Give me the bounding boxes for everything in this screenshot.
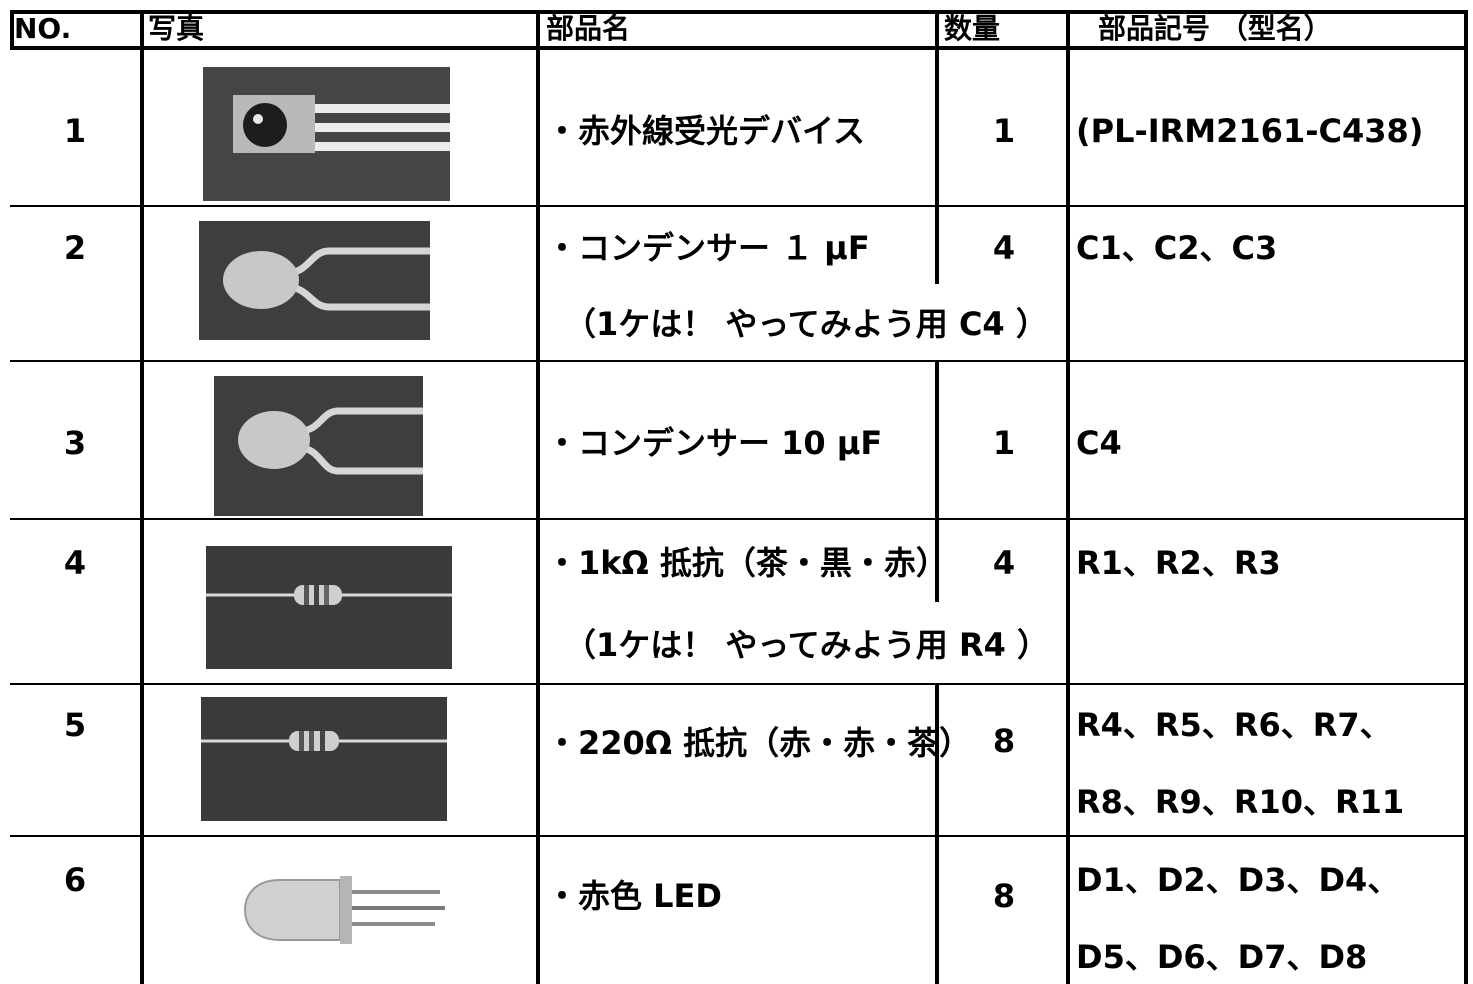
row-1-no: 1	[63, 112, 87, 150]
row-4-symbol: R1、R2、R3	[1076, 544, 1281, 582]
row-4-note: （1ケは！ やってみよう用 R4 ）	[564, 626, 1049, 664]
column-divider	[536, 10, 540, 984]
row-3-qty: 1	[992, 424, 1016, 462]
column-divider	[1066, 10, 1070, 984]
row-5-name: ・220Ω 抵抗（赤・赤・茶）	[546, 724, 972, 762]
row-4-no: 4	[63, 544, 87, 582]
row-2-no: 2	[63, 229, 87, 267]
header-part-name: 部品名	[546, 12, 631, 45]
table-border-top	[10, 10, 1468, 14]
row-4-qty: 4	[992, 544, 1016, 582]
led-photo	[240, 870, 450, 950]
row-divider	[10, 835, 1468, 837]
row-divider	[10, 518, 1468, 520]
header-photo: 写真	[148, 12, 205, 45]
row-2-symbol: C1、C2、C3	[1076, 229, 1278, 267]
resistor-photo	[206, 546, 452, 669]
header-no: NO.	[14, 12, 72, 45]
row-6-symbol-line-1: D1、D2、D3、D4、	[1076, 861, 1400, 899]
row-1-symbol: (PL-IRM2161-C438)	[1076, 112, 1424, 150]
row-5-symbol-line-2: R8、R9、R10、R11	[1076, 783, 1405, 821]
row-5-symbol-line-1: R4、R5、R6、R7、	[1076, 706, 1392, 744]
ceramic-capacitor-photo	[199, 221, 430, 340]
ir-receiver-photo	[203, 67, 450, 201]
row-1-name: ・赤外線受光デバイス	[546, 112, 866, 150]
row-5-qty: 8	[992, 722, 1016, 760]
column-divider	[935, 685, 939, 984]
row-6-no: 6	[63, 861, 87, 899]
row-3-symbol: C4	[1076, 424, 1122, 462]
row-5-no: 5	[63, 706, 87, 744]
column-divider	[935, 10, 939, 284]
row-3-no: 3	[63, 424, 87, 462]
header-divider	[10, 46, 1468, 50]
table-border-left	[10, 10, 14, 50]
resistor-photo	[201, 697, 447, 821]
row-divider	[10, 360, 1468, 362]
header-symbol: 部品記号 （型名）	[1098, 12, 1332, 45]
table-border-right	[1464, 10, 1468, 984]
row-6-qty: 8	[992, 877, 1016, 915]
row-3-name: ・コンデンサー 10 μF	[546, 424, 883, 462]
row-2-name: ・コンデンサー １ μF	[546, 229, 870, 267]
row-2-note: （1ケは！ やってみよう用 C4 ）	[564, 305, 1048, 343]
row-6-name: ・赤色 LED	[546, 877, 722, 915]
row-6-symbol-line-2: D5、D6、D7、D8	[1076, 938, 1368, 976]
column-divider	[935, 362, 939, 602]
row-divider	[10, 683, 1468, 685]
header-quantity: 数量	[944, 12, 1001, 45]
row-2-qty: 4	[992, 229, 1016, 267]
row-4-name: ・1kΩ 抵抗（茶・黒・赤）	[546, 544, 948, 582]
row-divider	[10, 205, 1468, 207]
row-1-qty: 1	[992, 112, 1016, 150]
ceramic-capacitor-photo	[214, 376, 423, 516]
column-divider	[140, 10, 144, 984]
